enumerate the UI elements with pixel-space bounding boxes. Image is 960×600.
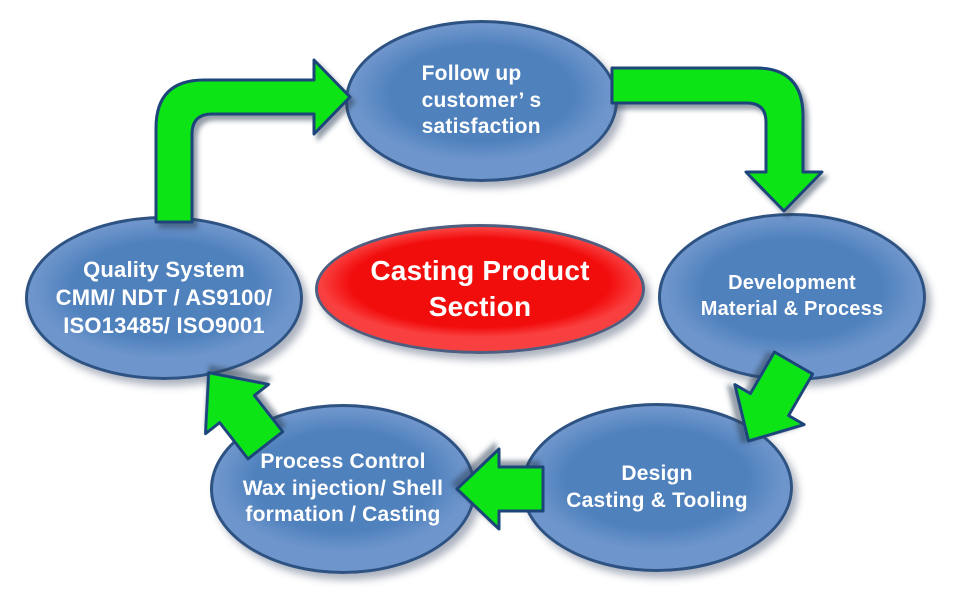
node-label: Development Material & Process xyxy=(700,272,884,320)
node-label: Quality System CMM/ NDT / AS9100/ ISO134… xyxy=(55,256,273,339)
node-label: Process Control Wax injection/ Shell for… xyxy=(242,449,444,527)
node-follow-up-customer-satisfaction: Follow up customer’ s satisfaction xyxy=(345,20,618,182)
node-process-control: Process Control Wax injection/ Shell for… xyxy=(210,404,476,574)
arrow-followup-to-development-icon xyxy=(610,66,824,213)
arrow-quality-to-followup-icon xyxy=(154,58,352,224)
node-label: Design Casting & Tooling xyxy=(566,461,748,512)
center-node-label: Casting Product Section xyxy=(370,255,590,322)
node-design-casting-tooling: Design Casting & Tooling xyxy=(521,403,793,572)
node-development-material-process: Development Material & Process xyxy=(658,213,926,381)
node-quality-system: Quality System CMM/ NDT / AS9100/ ISO134… xyxy=(25,216,303,380)
node-casting-product-section: Casting Product Section xyxy=(315,224,645,354)
node-label: Follow up customer’ s satisfaction xyxy=(421,61,542,139)
